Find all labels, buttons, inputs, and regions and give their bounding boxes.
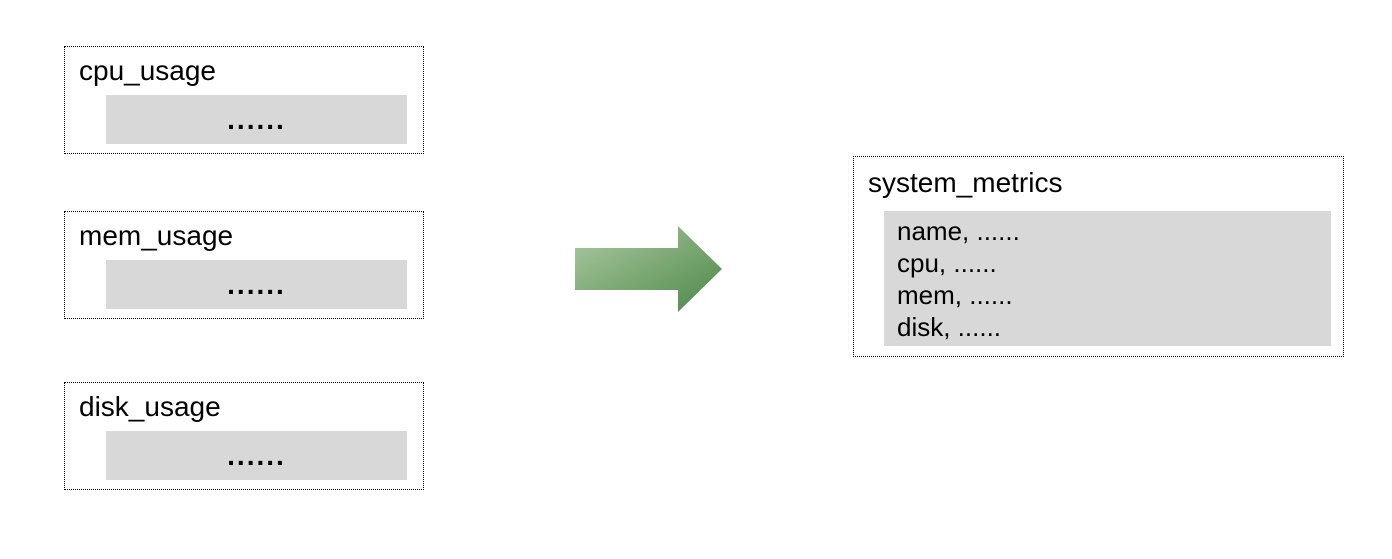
source-box-disk-usage: disk_usage ...... — [64, 382, 424, 490]
result-box-system-metrics: system_metrics name, ...... cpu, ...... … — [853, 156, 1344, 357]
source-title-disk-usage: disk_usage — [79, 391, 221, 422]
result-row-disk: disk, ...... — [897, 311, 1002, 342]
source-title-cpu-usage: cpu_usage — [79, 55, 217, 86]
source-data-bar-disk: ...... — [106, 431, 407, 480]
result-row-cpu: cpu, ...... — [897, 247, 997, 278]
result-row-mem: mem, ...... — [897, 279, 1013, 310]
source-data-bar-cpu: ...... — [106, 95, 407, 144]
result-data-bar: name, ...... cpu, ...... mem, ...... dis… — [884, 211, 1331, 346]
source-box-cpu-usage: cpu_usage ...... — [64, 46, 424, 154]
source-title-mem-usage: mem_usage — [79, 220, 234, 251]
source-data-bar-mem: ...... — [106, 260, 407, 309]
source-box-mem-usage: mem_usage ...... — [64, 211, 424, 319]
merge-arrow-icon — [575, 226, 723, 312]
result-row-name: name, ...... — [897, 215, 1020, 246]
result-title-system-metrics: system_metrics — [868, 167, 1063, 198]
